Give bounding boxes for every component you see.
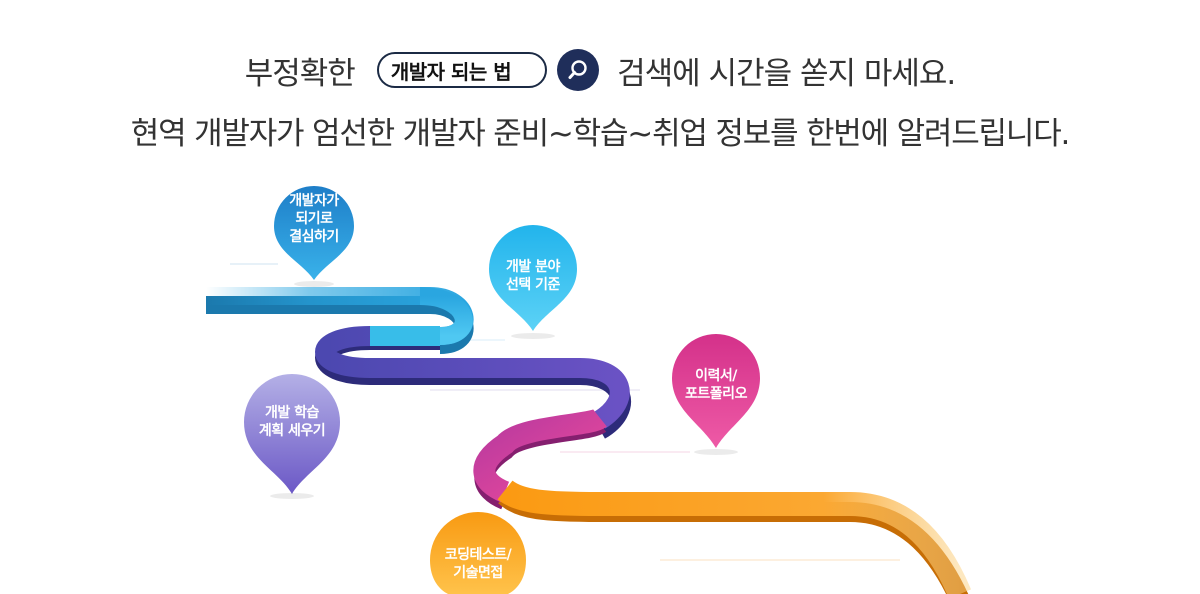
search-box: 개발자 되는 법 bbox=[376, 52, 548, 88]
headline-line-1: 부정확한 개발자 되는 법 검색에 시간을 쏟지 마세요. bbox=[0, 42, 1200, 98]
search-icon bbox=[568, 60, 587, 79]
search-query-text: 개발자 되는 법 bbox=[390, 59, 512, 84]
milestone-label-2: 개발 분야 선택 기준 bbox=[506, 259, 560, 293]
headline-line-2: 현역 개발자가 엄선한 개발자 준비~학습~취업 정보를 한번에 알려드립니다. bbox=[130, 116, 1071, 152]
milestone-label-1: 개발자가 되기로 결심하기 bbox=[289, 193, 339, 245]
headline-prefix: 부정확한 bbox=[244, 55, 356, 92]
milestone-label-3: 이력서/ 포트폴리오 bbox=[685, 368, 747, 402]
search-button bbox=[557, 49, 600, 91]
milestone-label-5: 코딩테스트/ 기술면접 bbox=[444, 547, 512, 581]
milestone-pin-4 bbox=[244, 374, 340, 499]
milestone-label-4: 개발 학습 계획 세우기 bbox=[258, 405, 326, 439]
headline-suffix: 검색에 시간을 쏟지 마세요. bbox=[617, 55, 956, 92]
milestone-pin-1 bbox=[274, 186, 354, 287]
milestone-pin-2 bbox=[489, 225, 577, 339]
milestone-pin-5 bbox=[430, 512, 526, 594]
milestone-pin-3 bbox=[672, 334, 760, 455]
